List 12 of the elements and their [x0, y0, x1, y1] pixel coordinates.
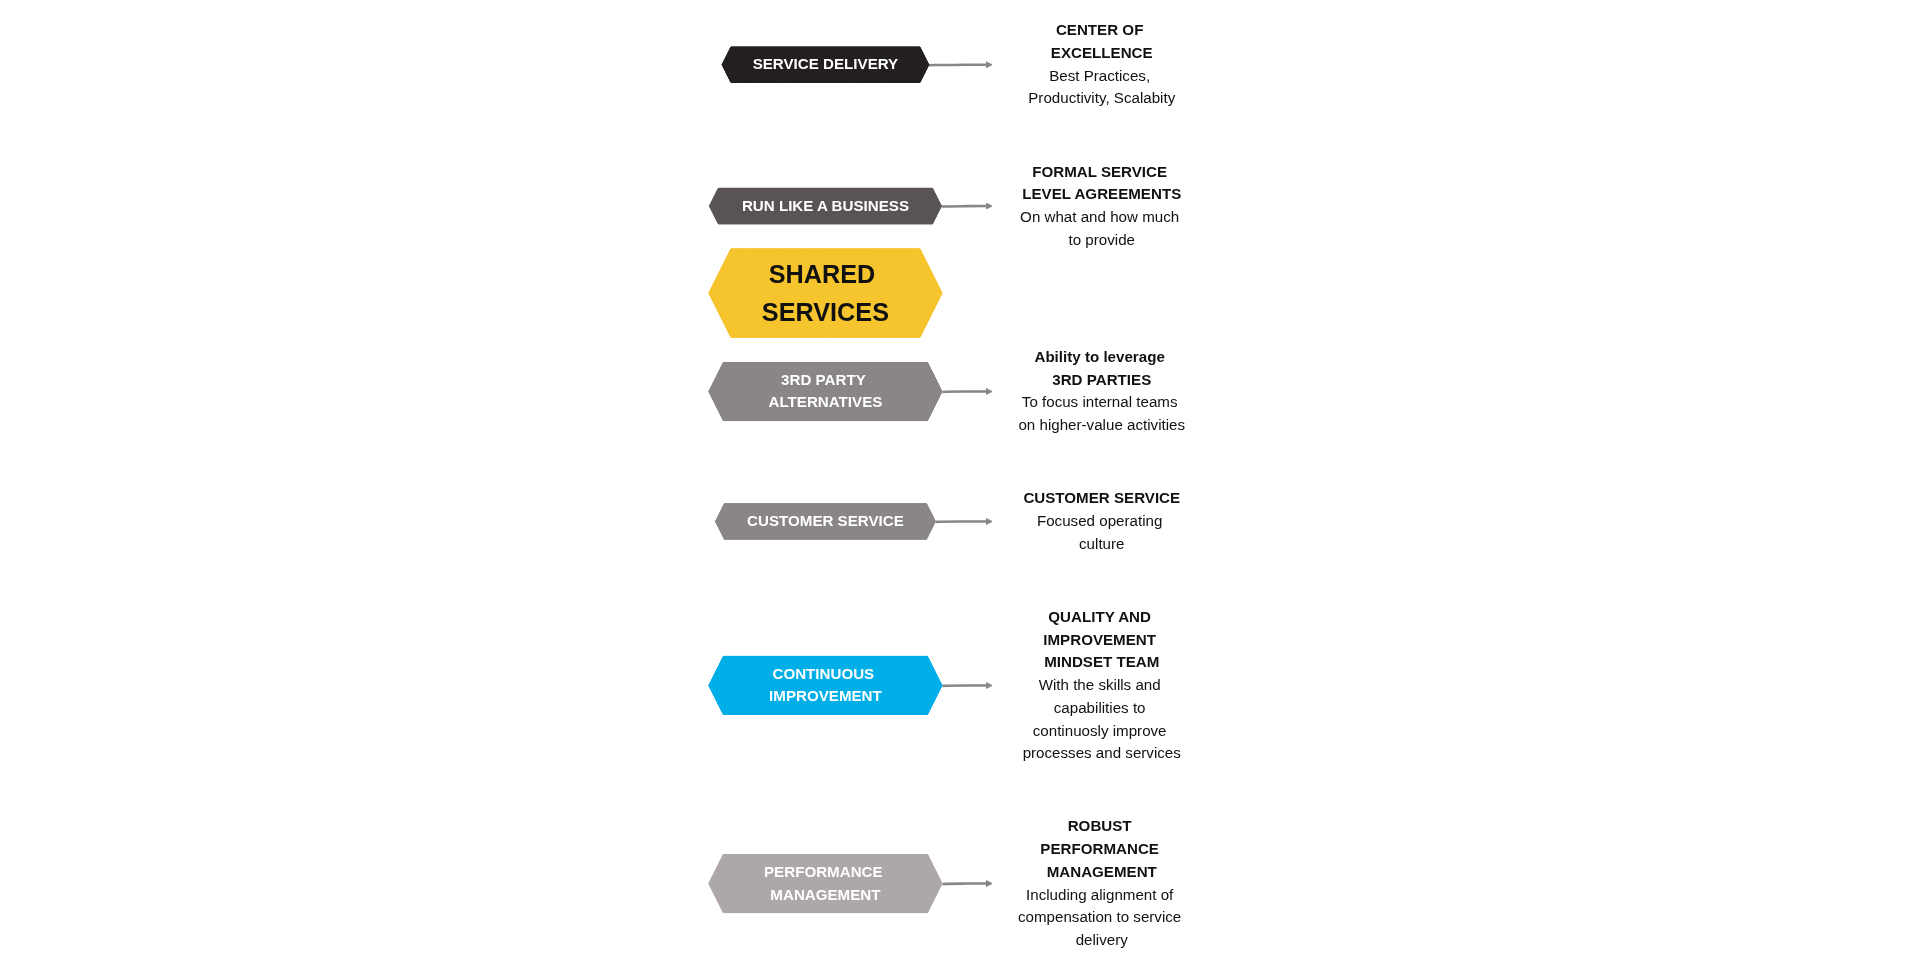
node-text: FORMAL SERVICE LEVEL AGREEMENTS On what and how much to provide [1020, 163, 1182, 249]
node-text: QUALITY AND IMPROVEMENT MINDSET TEAM With the skills and capabilities to continuosly improve processes and services [1022, 608, 1181, 762]
arrow [941, 202, 993, 210]
node-text: Ability to leverage 3RD PARTIES To focus internal teams on higher-value activities [1018, 348, 1186, 434]
arrow [942, 879, 993, 888]
arrow [929, 61, 993, 69]
node-text: CENTER OF EXCELLENCE Best Practices, Productivity, Scalabity [1028, 21, 1176, 107]
arrow [942, 387, 993, 396]
node-text: ROBUST PERFORMANCE MANAGEMENT Including alignment of compensation to service delivery [1018, 817, 1182, 949]
arrow [942, 681, 993, 690]
node-text: CUSTOMER SERVICE Focused operating culture [1023, 489, 1181, 553]
arrow [935, 517, 993, 526]
